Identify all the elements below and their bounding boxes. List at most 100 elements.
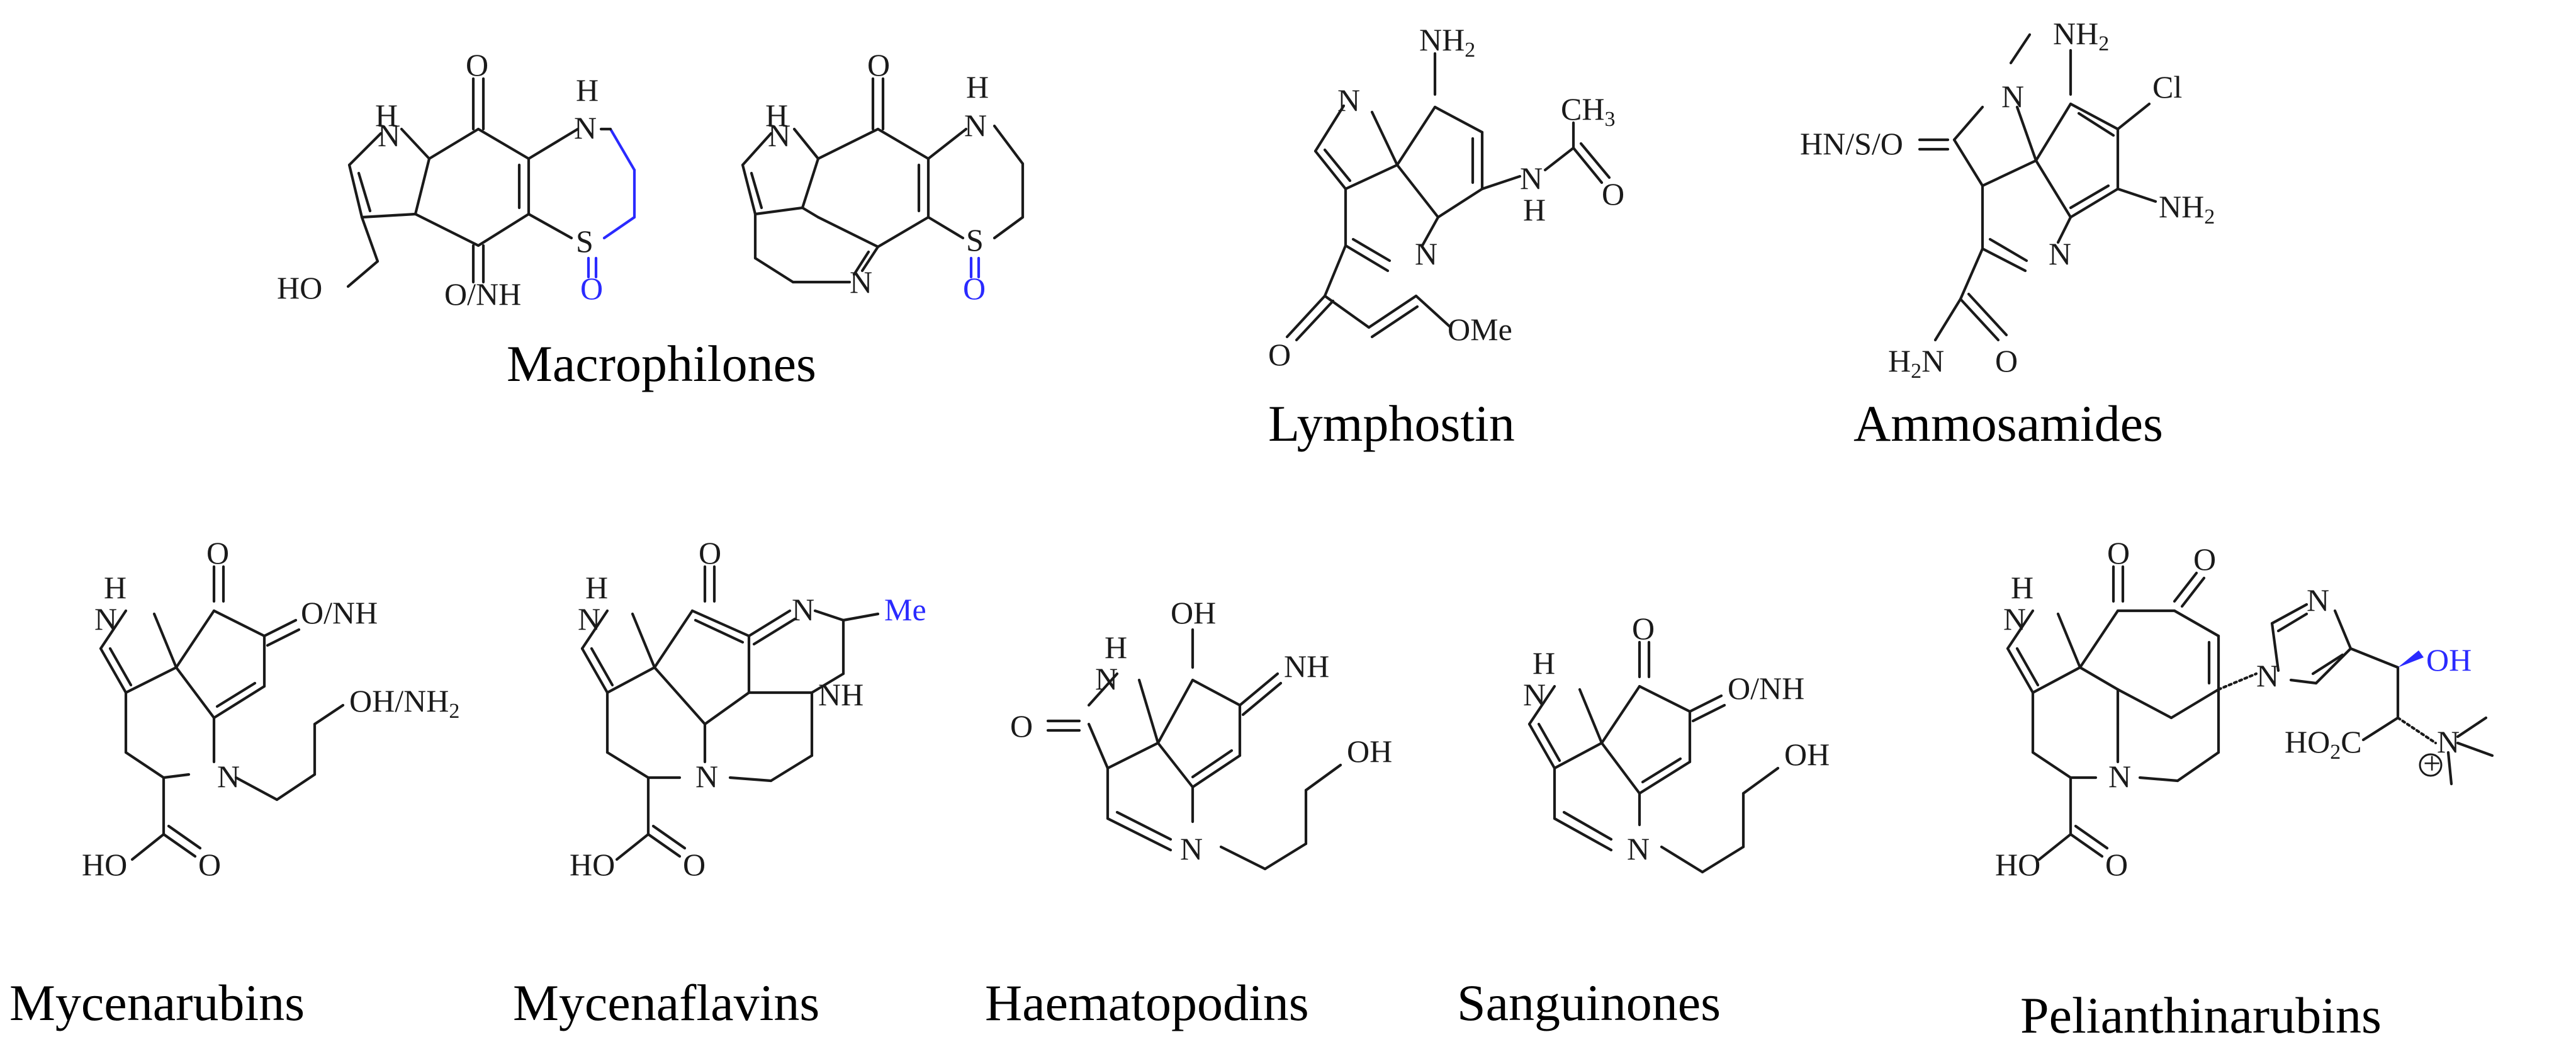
haematopodin-oh-label: OH: [1171, 595, 1216, 630]
haematopodin-nh-label: NH: [1284, 649, 1329, 684]
mycenarubin-ohnh2-label: OH/NH2: [349, 683, 459, 723]
lymph-o-acyl-label: O: [1602, 176, 1624, 212]
sanguinone-o-label: O: [1632, 611, 1655, 646]
ammo-nh2-right-label: NH2: [2159, 189, 2215, 229]
sanguinone-h-label: H: [1533, 645, 1555, 681]
pelianthinarubin-n-label: N: [2003, 601, 2026, 637]
pelianthinarubin-o1-label: O: [2107, 535, 2130, 570]
sanguinone-onh-label: O/NH: [1728, 671, 1804, 706]
ammo-h2n-label: H2N: [1888, 343, 1944, 383]
macro2-o-label: O: [867, 47, 890, 82]
macro1-h2-label: H: [576, 72, 599, 108]
macro1-onh-label: O/NH: [444, 276, 521, 312]
haematopodin-h-label: H: [1105, 630, 1127, 665]
pelianthinarubin-n-im1-label: N: [2307, 582, 2329, 618]
pelianthinarubin-nplus-label: N: [2437, 724, 2460, 759]
caption-haematopodins: Haematopodins: [985, 974, 1309, 1031]
macro1-o-label: O: [466, 47, 488, 82]
pelianthinarubin-oh-label: OH: [2426, 642, 2472, 678]
haematopodin-oh-chain-label: OH: [1347, 734, 1392, 769]
lymph-n-ring-label: N: [1415, 236, 1437, 271]
caption-macrophilones: Macrophilones: [507, 335, 816, 392]
macro1-n2-label: N: [574, 110, 597, 145]
mycenaflavin-n-label: N: [578, 601, 600, 637]
mycenarubin-o-acid-label: O: [198, 847, 221, 882]
macro2-n2-label: N: [964, 108, 987, 143]
lymph-o-ket-label: O: [1268, 337, 1291, 372]
pelianthinarubin-charge-circle: [2419, 753, 2443, 777]
macro2-h-label: H: [765, 98, 788, 133]
macrophilone-1-structure: [346, 77, 636, 288]
caption-mycenarubins: Mycenarubins: [9, 974, 305, 1031]
caption-lymphostin: Lymphostin: [1268, 395, 1515, 452]
mycenarubin-n-ring-label: N: [217, 759, 240, 794]
mycenaflavin-ho-label: HO: [570, 847, 615, 882]
sanguinone-oh-chain-label: OH: [1784, 737, 1830, 772]
pelianthinarubin-plus-label: +: [2423, 746, 2441, 781]
mycenaflavin-o-label: O: [699, 535, 721, 570]
caption-mycenaflavins: Mycenaflavins: [513, 974, 819, 1031]
macro1-n-label: N: [378, 118, 400, 153]
caption-sanguinones: Sanguinones: [1457, 974, 1721, 1031]
macro2-s-label: S: [966, 222, 984, 258]
ammosamides-structure: [1918, 33, 2157, 342]
mycenaflavin-me-label: Me: [884, 592, 926, 627]
mycenaflavin-o-acid-label: O: [683, 847, 706, 882]
macro2-n-bottom-label: N: [850, 264, 872, 300]
mycenarubin-h-label: H: [104, 570, 127, 605]
mycenaflavins-structure: [580, 565, 880, 861]
caption-ammosamides: Ammosamides: [1853, 395, 2163, 452]
mycenarubin-o-label: O: [206, 535, 229, 570]
macro1-h-label: H: [375, 98, 398, 133]
mycenarubins-structure: [99, 565, 345, 861]
sanguinones-structure: [1527, 640, 1780, 874]
mycenaflavin-n-imine-label: N: [792, 592, 814, 627]
ammo-nh2-top-label: NH2: [2053, 16, 2109, 55]
pelianthinarubin-n-im2-label: N: [2256, 658, 2279, 693]
pelianthinarubin-nme-bond-1: [2456, 716, 2488, 739]
sanguinone-n-ring-label: N: [1627, 831, 1650, 866]
macrophilone-2-structure: [741, 77, 1025, 284]
macro1-ho-label: HO: [277, 270, 322, 305]
mycenaflavin-h-label: H: [585, 570, 608, 605]
macro1-so-label: O: [580, 271, 603, 306]
lymph-ch3-label: CH3: [1561, 91, 1615, 131]
lymphostin-structure: [1285, 52, 1611, 342]
sanguinone-n-label: N: [1523, 677, 1546, 712]
mycenarubin-n-label: N: [94, 601, 117, 637]
macro2-n-label: N: [768, 118, 790, 153]
haematopodin-n-ring-label: N: [1180, 831, 1203, 866]
pelianthinarubin-nme-bond-2: [2456, 741, 2494, 757]
pelianthinarubin-h-label: H: [2011, 570, 2033, 605]
macro2-so-label: O: [963, 271, 986, 306]
lymph-nh-n-label: N: [1520, 161, 1543, 196]
haematopodin-o-label: O: [1010, 708, 1033, 744]
mycenaflavin-nh-label: NH: [818, 677, 863, 712]
mycenarubin-ho-label: HO: [82, 847, 127, 882]
pelianthinarubin-n-ring-label: N: [2108, 759, 2131, 794]
ammo-n-ring-label: N: [2049, 236, 2071, 271]
macro1-s-label: S: [576, 224, 593, 259]
pelianthinarubin-nme-bond-3: [2446, 751, 2453, 786]
haematopodin-n-label: N: [1095, 661, 1118, 696]
mycenarubin-onh-label: O/NH: [301, 595, 378, 630]
caption-pelianthinarubins: Pelianthinarubins: [2020, 987, 2382, 1044]
pelianthinarubin-ho2c-label: HO2C: [2285, 724, 2362, 764]
pelianthinarubin-oh-wedge: [2398, 650, 2424, 667]
ammo-hnso-label: HN/S/O: [1800, 126, 1903, 161]
haematopodins-structure: [1046, 628, 1342, 871]
pelianthinarubins-structure: [2006, 565, 2438, 861]
lymph-nh2-label: NH2: [1419, 22, 1475, 62]
mycenaflavin-n-ring-label: N: [695, 759, 718, 794]
ammo-cl-label: Cl: [2152, 69, 2182, 105]
pelianthinarubin-o-acid-label: O: [2105, 847, 2128, 882]
pelianthinarubin-o2-label: O: [2193, 542, 2216, 577]
ammo-me-n-label: N: [2001, 79, 2024, 114]
pelianthinarubin-ho-label: HO: [1995, 847, 2040, 882]
ammo-o-amide-label: O: [1995, 343, 2018, 378]
lymph-nh-h-label: H: [1523, 192, 1546, 227]
lymph-ome-label: OMe: [1448, 312, 1512, 347]
macro2-h2-label: H: [966, 69, 989, 105]
lymph-n-top-label: N: [1337, 82, 1360, 118]
